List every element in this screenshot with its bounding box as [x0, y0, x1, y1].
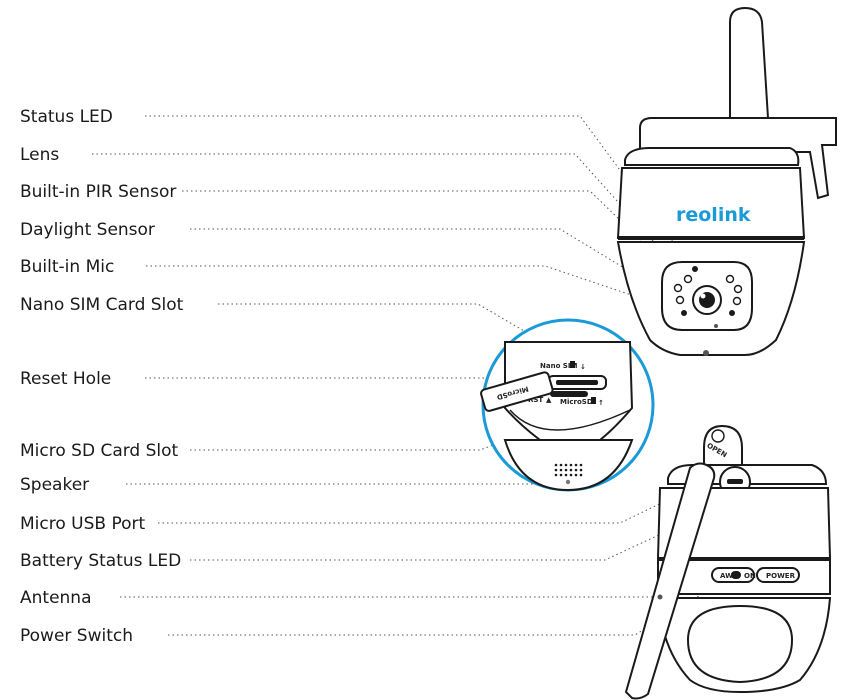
label-daylight-sensor: Daylight Sensor — [20, 220, 155, 240]
leader-mic — [146, 265, 683, 313]
label-status-led: Status LED — [20, 107, 113, 127]
micro-sd-card-body — [480, 371, 554, 412]
switch-on-text: ON — [744, 572, 756, 580]
front-body — [616, 167, 806, 239]
ir-led — [732, 296, 742, 306]
sim-icon — [570, 361, 575, 368]
back-camera-ball — [686, 604, 794, 684]
usb-cover — [703, 424, 743, 471]
label-reset-hole: Reset Hole — [20, 369, 111, 389]
label-lens: Lens — [20, 145, 59, 165]
ir-led — [725, 274, 735, 284]
front-top-cap — [624, 147, 800, 166]
nano-sim-text: Nano SIM — [540, 362, 577, 370]
lens-glint — [700, 293, 706, 299]
inset-lower-dome — [503, 439, 634, 492]
label-speaker: Speaker — [20, 475, 89, 495]
power-button — [756, 567, 800, 583]
rst-arrow: ▲ — [546, 396, 552, 404]
rst-text: RST — [528, 396, 543, 404]
label-antenna: Antenna — [20, 588, 92, 608]
back-camera: OPEN AWD ON POWER — [624, 424, 832, 700]
sd-icon — [591, 397, 596, 404]
inset-detail: Nano SIM ↓ RST ▲ MicroSD ↑ MicroSD — [480, 318, 655, 492]
ir-led — [673, 283, 683, 293]
daylight-sensor — [729, 310, 735, 316]
sd-arrow-up: ↑ — [598, 399, 604, 407]
mic-hole — [714, 324, 718, 328]
micro-sd-card: MicroSD — [480, 371, 554, 412]
micro-usb-port — [727, 479, 743, 484]
label-battery-status-led: Battery Status LED — [20, 551, 181, 571]
leader-nano-sim-slot — [218, 303, 561, 353]
ir-leds — [673, 274, 743, 306]
label-mic: Built-in Mic — [20, 257, 114, 277]
ir-led — [675, 295, 685, 305]
leader-pir-sensor — [182, 190, 686, 284]
brand-logo: reolink — [676, 204, 751, 226]
speaker-center-hole — [565, 479, 571, 485]
bottom-hole — [703, 350, 709, 356]
nano-sim-slot-opening — [556, 380, 598, 385]
ir-led — [733, 284, 743, 294]
ir-led — [683, 274, 693, 284]
front-camera: reolink — [616, 6, 837, 356]
label-pir-sensor: Built-in PIR Sensor — [20, 182, 176, 202]
leader-micro-usb-port — [158, 481, 706, 524]
power-text: POWER — [766, 572, 796, 580]
label-micro-usb-port: Micro USB Port — [20, 514, 145, 534]
label-nano-sim-slot: Nano SIM Card Slot — [20, 295, 184, 315]
speaker-grille — [554, 463, 583, 477]
leader-lens — [92, 153, 705, 299]
status-led — [692, 266, 698, 272]
pir-sensor — [681, 310, 687, 316]
front-antenna — [729, 6, 770, 122]
label-power-switch: Power Switch — [20, 626, 133, 646]
inset-body-curve — [509, 409, 631, 431]
label-micro-sd-slot: Micro SD Card Slot — [20, 441, 179, 461]
labels: Status LED Lens Built-in PIR Sensor Dayl… — [20, 107, 184, 646]
antenna-point — [657, 594, 663, 600]
microsd-text: MicroSD — [560, 398, 593, 406]
power-switch — [731, 571, 741, 579]
micro-sd-slot — [550, 391, 588, 397]
cover-pull-tab — [711, 429, 725, 443]
switch-off-text: AWD — [720, 572, 739, 580]
sim-arrow-down: ↓ — [580, 363, 586, 371]
antenna — [624, 462, 716, 700]
